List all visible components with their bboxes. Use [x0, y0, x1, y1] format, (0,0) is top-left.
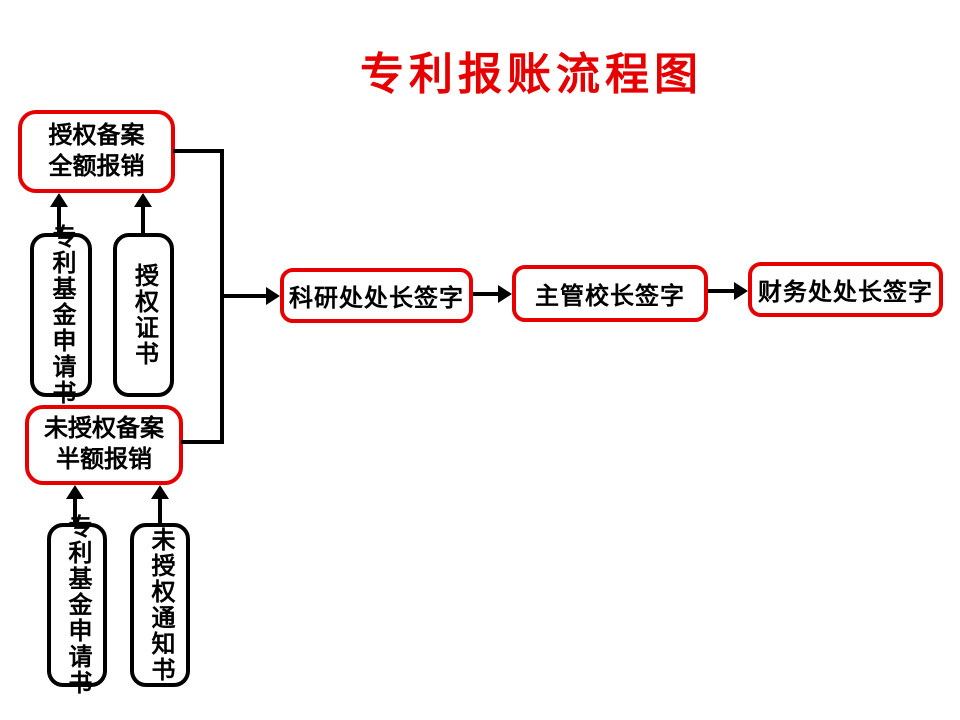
- patent-fund-application-doc-bottom: 专利基金申请书: [47, 514, 107, 696]
- arrow-up-notice-to-unauthorized: [151, 485, 169, 523]
- arrow-shaft: [473, 292, 498, 296]
- unauthorized-notice-doc: 未授权通知书: [130, 523, 190, 687]
- arrowhead-up-icon: [66, 485, 84, 499]
- arrowhead-up-icon: [151, 485, 169, 499]
- connector-unauthorized-horizontal: [181, 440, 224, 444]
- unauthorized-node-line2: 半额报销: [56, 447, 152, 473]
- vice-president-sign-label: 主管校长签字: [535, 284, 685, 310]
- arrowhead-up-icon: [50, 193, 68, 207]
- finance-office-director-sign-node: 财务处处长签字: [748, 262, 943, 317]
- arrowhead-right-icon: [734, 282, 748, 300]
- unauthorized-notice-doc-label: 未授权通知书: [147, 527, 173, 683]
- patent-fund-application-doc-top-label: 专利基金申请书: [48, 224, 74, 406]
- finance-office-director-sign-label: 财务处处长签字: [758, 280, 933, 306]
- arrow-shaft: [708, 289, 734, 293]
- authorized-full-reimburse-node: 授权备案 全额报销: [18, 110, 175, 193]
- authorized-node-line2: 全额报销: [48, 153, 145, 180]
- authorization-certificate-doc-label: 授权证书: [130, 263, 157, 367]
- arrow-up-fund-app-to-unauthorized: [66, 485, 84, 523]
- authorization-certificate-doc: 授权证书: [113, 233, 174, 397]
- arrow-right-to-research-director: [222, 287, 280, 305]
- connector-authorized-horizontal: [173, 149, 224, 153]
- arrow-shaft: [57, 207, 61, 233]
- patent-fund-application-doc-bottom-label: 专利基金申请书: [64, 514, 90, 696]
- unauthorized-node-line1: 未授权备案: [44, 416, 164, 442]
- patent-fund-application-doc-top: 专利基金申请书: [30, 224, 92, 406]
- arrow-shaft: [158, 499, 162, 523]
- vice-president-sign-node: 主管校长签字: [512, 265, 708, 322]
- arrow-shaft: [222, 294, 266, 298]
- arrowhead-right-icon: [498, 285, 512, 303]
- arrow-right-to-finance-director: [708, 282, 748, 300]
- research-office-director-sign-label: 科研处处长签字: [289, 286, 464, 312]
- flowchart-title: 专利报账流程图: [360, 50, 703, 99]
- arrow-shaft: [141, 207, 145, 233]
- arrow-up-cert-to-authorized: [134, 193, 152, 233]
- arrowhead-right-icon: [266, 287, 280, 305]
- authorized-node-line1: 授权备案: [48, 122, 145, 149]
- arrow-shaft: [73, 499, 77, 523]
- unauthorized-half-reimburse-node: 未授权备案 半额报销: [25, 405, 183, 485]
- arrowhead-up-icon: [134, 193, 152, 207]
- arrow-right-to-vice-president: [473, 285, 512, 303]
- arrow-up-fund-app-to-authorized: [50, 193, 68, 233]
- research-office-director-sign-node: 科研处处长签字: [280, 268, 473, 323]
